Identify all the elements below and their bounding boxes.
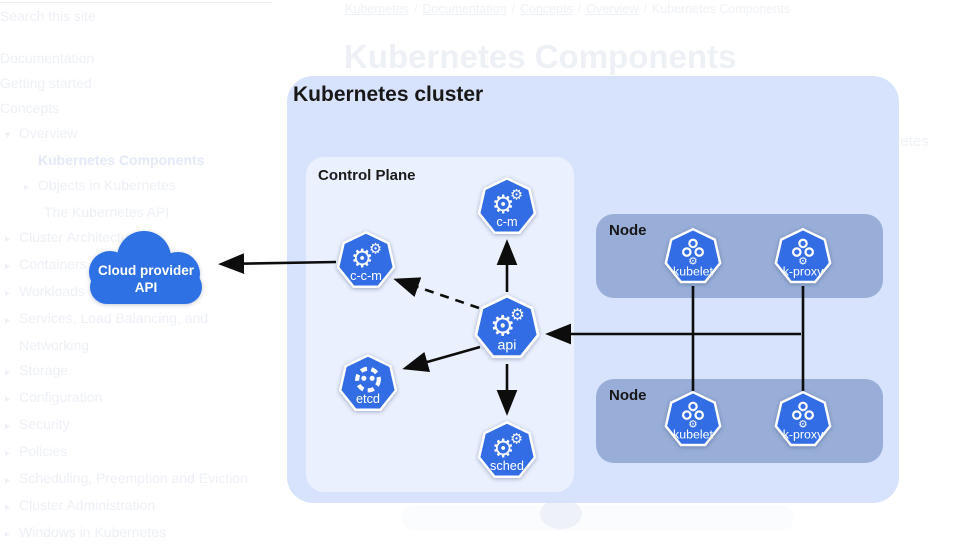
faded-footer-bar — [402, 505, 794, 531]
caret-down-icon[interactable]: ▾ — [5, 130, 11, 141]
sidebar-item-label: Documentation — [0, 50, 95, 66]
caret-right-icon[interactable]: ▸ — [5, 529, 11, 540]
node-box-1: Node — [596, 214, 883, 298]
sidebar-item-label: Getting started — [0, 75, 92, 91]
sidebar-item-label: Objects in Kubernetes — [38, 177, 176, 193]
sidebar-item-scheduling-preemption-and-eviction[interactable]: ▸ Scheduling, Preemption and Eviction — [0, 466, 258, 493]
sidebar-item-objects-in-kubernetes[interactable]: ▸ Objects in Kubernetes — [0, 173, 258, 200]
control-plane-box — [306, 157, 574, 492]
sidebar-item-configuration[interactable]: ▸ Configuration — [0, 385, 258, 412]
search-input[interactable]: Search this site — [0, 8, 96, 24]
caret-right-icon[interactable]: ▸ — [5, 315, 11, 326]
sidebar-item-label: Kubernetes Components — [38, 152, 205, 168]
sidebar-item-label: The Kubernetes API — [44, 204, 170, 220]
breadcrumb-item[interactable]: Documentation — [422, 2, 507, 16]
breadcrumb-item[interactable]: Overview — [586, 2, 639, 16]
sidebar-item-label: Concepts — [0, 100, 60, 116]
sidebar-item-getting-started[interactable]: Getting started — [0, 71, 258, 96]
breadcrumb-separator: / — [511, 2, 515, 16]
sidebar-item-concepts[interactable]: Concepts — [0, 96, 258, 121]
sidebar-item-label: Storage — [19, 362, 69, 378]
cloud-label-line1: Cloud provider — [97, 263, 194, 278]
caret-right-icon[interactable]: ▸ — [24, 182, 30, 193]
breadcrumb-item[interactable]: Kubernetes — [345, 2, 409, 16]
caret-right-icon[interactable]: ▸ — [5, 448, 11, 459]
sidebar-item-policies[interactable]: ▸ Policies — [0, 439, 258, 466]
sidebar-item-label: Services, Load Balancing, and Networking — [19, 310, 209, 353]
sidebar-item-label: Windows in Kubernetes — [19, 524, 167, 540]
caret-right-icon[interactable]: ▸ — [5, 234, 11, 245]
node-label: Node — [609, 387, 647, 404]
faded-footer-button — [540, 499, 582, 529]
sidebar-item-documentation[interactable]: Documentation — [0, 46, 258, 71]
node-label: Node — [609, 222, 647, 239]
sidebar-item-label: Policies — [19, 443, 68, 459]
kubernetes-cluster-label: Kubernetes cluster — [293, 83, 484, 106]
sidebar-item-label: Scheduling, Preemption and Eviction — [19, 470, 248, 486]
sidebar-item-label: Cluster Architecture — [19, 229, 142, 245]
sidebar-item-kubernetes-components[interactable]: Kubernetes Components — [0, 148, 258, 173]
sidebar-item-label: Overview — [19, 125, 78, 141]
sidebar-item-extending-kubernetes[interactable]: ▸Extending Kubernetes — [0, 547, 258, 552]
sidebar-item-cluster-administration[interactable]: ▸ Cluster Administration — [0, 493, 258, 520]
sidebar-item-security[interactable]: ▸ Security — [0, 412, 258, 439]
caret-right-icon[interactable]: ▸ — [5, 421, 11, 432]
sidebar-item-label: Security — [19, 416, 70, 432]
sidebar-item-services-load-balancing-and-networking[interactable]: ▸ Services, Load Balancing, and Networkin… — [0, 306, 258, 358]
caret-right-icon[interactable]: ▸ — [5, 394, 11, 405]
breadcrumb-separator: / — [577, 2, 582, 16]
sidebar-item-label: Workloads — [19, 283, 85, 299]
breadcrumb-item[interactable]: Kubernetes Components — [651, 2, 791, 16]
breadcrumb: Kubernetes / Documentation / Concepts / Overvi… — [345, 2, 790, 16]
caret-right-icon[interactable]: ▸ — [5, 288, 11, 299]
sidebar-item-windows-in-kubernetes[interactable]: ▸ Windows in Kubernetes — [0, 520, 258, 547]
cloud-label-line2: API — [134, 280, 158, 295]
caret-right-icon[interactable]: ▸ — [5, 475, 11, 486]
sidebar-item-cluster-architecture[interactable]: ▸ Cluster Architecture — [0, 225, 258, 252]
breadcrumb-separator: / — [643, 2, 647, 16]
caret-right-icon[interactable]: ▸ — [5, 261, 11, 272]
cloud-provider-api: Cloud provider API — [82, 228, 210, 308]
sidebar-item-label: Configuration — [19, 389, 103, 405]
sidebar-item-workloads[interactable]: ▸ Workloads — [0, 279, 258, 306]
control-plane-label: Control Plane — [318, 167, 416, 184]
breadcrumb-separator: / — [413, 2, 418, 16]
sidebar-item-the-kubernetes-api[interactable]: The Kubernetes API — [0, 200, 258, 225]
node-box-2: Node — [596, 379, 883, 463]
sidebar-item-overview[interactable]: ▾ Overview — [0, 121, 258, 148]
search-input-border — [0, 2, 272, 3]
cloud-icon — [89, 231, 202, 304]
cloud-provider-api-label: Cloud provider API — [82, 262, 210, 296]
caret-right-icon[interactable]: ▸ — [5, 502, 11, 513]
breadcrumb-item[interactable]: Concepts — [519, 2, 573, 16]
caret-right-icon[interactable]: ▸ — [5, 367, 11, 378]
page-title: Kubernetes Components — [344, 38, 737, 75]
sidebar-item-storage[interactable]: ▸ Storage — [0, 358, 258, 385]
sidebar-item-label: Containers — [19, 256, 87, 272]
sidebar-item-containers[interactable]: ▸ Containers — [0, 252, 258, 279]
sidebar-item-label: Cluster Administration — [19, 497, 156, 513]
